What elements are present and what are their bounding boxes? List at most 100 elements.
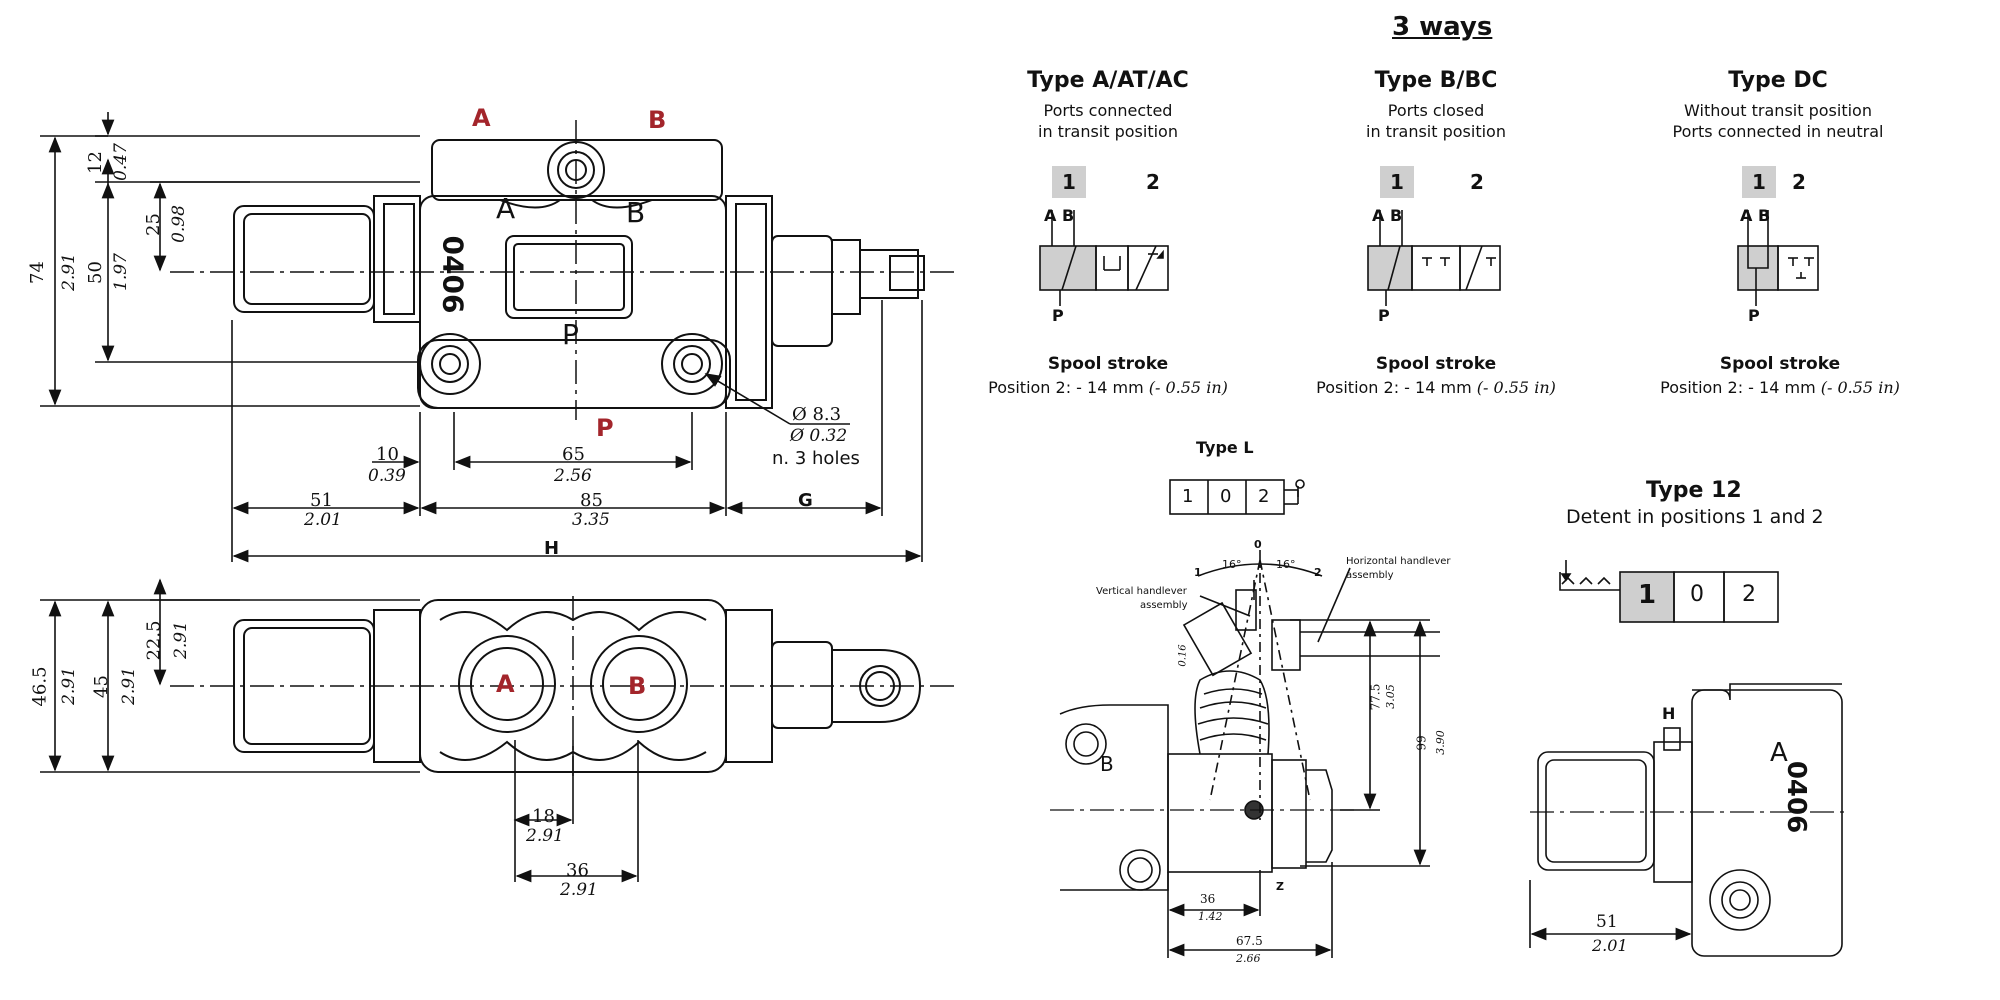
type-12-label-h: H: [1662, 704, 1676, 723]
top-port-p: P: [596, 414, 614, 442]
type-dc-ports-top: A B: [1740, 206, 1771, 225]
top-dim-65: 65: [562, 444, 585, 465]
type-l-label-2: 2: [1314, 566, 1322, 579]
side-port-a: A: [496, 670, 515, 698]
type-dc-pos2: 2: [1792, 170, 1806, 194]
top-dim-098: 0.98: [168, 205, 189, 243]
type-12-label-a: A: [1770, 738, 1788, 768]
type-dc-pos1: 1: [1742, 166, 1776, 198]
top-dim-h: H: [544, 538, 560, 559]
type-l-dim-675: 67.5: [1236, 934, 1263, 948]
side-dim-45: 45: [90, 675, 112, 698]
type-a-title: Type A/AT/AC: [1027, 68, 1189, 93]
type-b-pos1: 1: [1380, 166, 1414, 198]
side-dim-18: 18: [532, 806, 555, 827]
type-dc-title: Type DC: [1728, 68, 1828, 93]
type-dc-sub2: Ports connected in neutral: [1672, 122, 1884, 141]
type-12-pos-0: 0: [1690, 582, 1704, 607]
type-l-drawing: [1050, 550, 1440, 958]
type-b-stroke-title: Spool stroke: [1375, 354, 1497, 374]
type-l-label-z: Z: [1276, 880, 1284, 893]
top-inner-a: A: [496, 192, 516, 225]
top-dim-85: 85: [580, 490, 603, 511]
type-b-sub1: Ports closed: [1387, 101, 1485, 120]
type-l-vertical-label-2: assembly: [1140, 600, 1188, 611]
type-l-label-0: 0: [1254, 538, 1262, 551]
type-l-horizontal-label-1: Horizontal handlever: [1346, 556, 1451, 567]
type-l-dim-142: 1.42: [1198, 910, 1223, 923]
top-dim-74: 74: [26, 261, 48, 284]
type-12-sub: Detent in positions 1 and 2: [1566, 506, 1824, 528]
type-b-pos2: 2: [1470, 170, 1484, 194]
type-12-dim-51: 51: [1596, 912, 1618, 932]
type-l-dim-266: 2.66: [1236, 952, 1261, 965]
type-a-sub2: in transit position: [1038, 122, 1178, 141]
type-a-stroke-title: Spool stroke: [1047, 354, 1169, 374]
top-dim-256: 2.56: [554, 466, 592, 486]
type-l-dim-36: 36: [1200, 892, 1216, 906]
type-a-stroke-text: Position 2: - 14 mm (- 0.55 in): [988, 378, 1228, 397]
side-dim-291c: 2.91: [170, 621, 191, 659]
top-dim-g: G: [798, 490, 813, 511]
type-12-drawing: [1529, 683, 1850, 957]
type-b-sub2: in transit position: [1366, 122, 1506, 141]
type-12-positions-box: [1559, 560, 1779, 623]
type-l-dim-99: 99: [1414, 735, 1429, 751]
top-dim-12: 12: [84, 151, 106, 174]
top-dim-291: 2.91: [58, 253, 79, 291]
top-dim-201: 2.01: [304, 510, 342, 530]
type-l-horizontal-label-2: assembly: [1346, 570, 1394, 581]
type-l-pos-2: 2: [1258, 486, 1270, 507]
symbol-type-b: [1367, 210, 1501, 306]
symbol-type-dc: [1737, 210, 1819, 306]
type-l-dim-390: 3.90: [1433, 730, 1447, 755]
top-view-valve: [170, 120, 955, 420]
type-l-angle-right: 16°: [1276, 558, 1296, 571]
top-hole-diameter-in: Ø 0.32: [790, 426, 848, 446]
top-hole-diameter: Ø 8.3: [792, 404, 842, 425]
page-title: 3 ways: [1392, 12, 1493, 42]
type-l-vertical-label-1: Vertical handlever: [1096, 586, 1187, 597]
top-view-dimensions: [40, 112, 923, 563]
top-dim-197: 1.97: [110, 253, 131, 291]
top-inner-b: B: [626, 196, 646, 229]
top-dim-335: 3.35: [572, 510, 610, 530]
top-dim-047: 0.47: [110, 143, 131, 181]
type-dc-port-p: P: [1748, 306, 1760, 325]
type-dc-stroke-text: Position 2: - 14 mm (- 0.55 in): [1660, 378, 1900, 397]
type-a-pos1: 1: [1052, 166, 1086, 198]
side-dim-291d: 2.91: [526, 826, 564, 846]
top-dim-51: 51: [310, 490, 333, 511]
top-dim-50: 50: [84, 261, 106, 284]
side-view-valve: [170, 596, 955, 776]
type-l-label-b: B: [1100, 752, 1114, 776]
type-l-title: Type L: [1196, 438, 1254, 457]
type-l-positions-box: [1169, 479, 1305, 515]
side-dim-291b: 2.91: [118, 667, 139, 705]
top-marking: 0406: [436, 235, 470, 314]
type-l-dim-775: 77.5: [1368, 683, 1383, 711]
type-b-stroke-text: Position 2: - 14 mm (- 0.55 in): [1316, 378, 1556, 397]
top-dim-25: 25: [142, 213, 164, 236]
top-dim-039: 0.39: [368, 466, 406, 486]
top-port-b: B: [648, 106, 667, 134]
type-12-pos-2: 2: [1742, 582, 1756, 607]
type-dc-sub1: Without transit position: [1684, 101, 1872, 120]
type-b-port-p: P: [1378, 306, 1390, 325]
side-port-b: B: [628, 672, 647, 700]
top-inner-p: P: [562, 318, 579, 351]
type-l-label-1: 1: [1194, 566, 1202, 579]
top-dim-10: 10: [376, 444, 399, 465]
type-12-title: Type 12: [1646, 478, 1742, 503]
type-12-marking: 0406: [1781, 760, 1812, 834]
top-hole-count: n. 3 holes: [772, 448, 860, 469]
type-l-pos-0: 0: [1220, 486, 1232, 507]
type-a-sub1: Ports connected: [1043, 101, 1173, 120]
side-dim-291a: 2.91: [58, 667, 79, 705]
type-a-ports-top: A B: [1044, 206, 1075, 225]
top-port-a: A: [472, 104, 491, 132]
type-a-port-p: P: [1052, 306, 1064, 325]
type-12-pos-1: 1: [1638, 580, 1657, 610]
type-l-dim-small: 0.16: [1177, 644, 1189, 667]
